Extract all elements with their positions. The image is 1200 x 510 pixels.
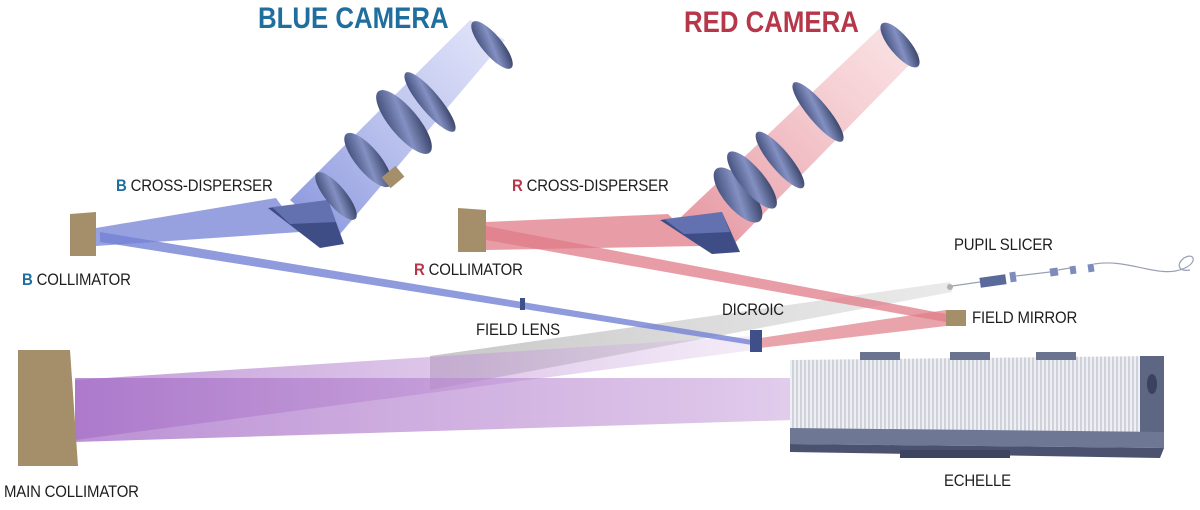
- pupil-slicer-label: PUPIL SLICER: [954, 235, 1053, 254]
- field-mirror-label: FIELD MIRROR: [972, 308, 1078, 327]
- r-collimator-mirror: [458, 208, 486, 252]
- blue-camera-title: BLUE CAMERA: [258, 2, 449, 36]
- field-lens: [520, 298, 525, 310]
- field-lens-label: FIELD LENS: [476, 320, 560, 339]
- b-collimator-label: B COLLIMATOR: [22, 270, 131, 290]
- blue-beam-field-lens: [100, 232, 752, 345]
- b-cross-disperser-label: B CROSS-DISPERSER: [116, 176, 273, 196]
- blue-camera-optics: [268, 21, 513, 248]
- b-collimator-text: COLLIMATOR: [32, 270, 131, 289]
- r-cross-disperser-label: R CROSS-DISPERSER: [512, 176, 669, 196]
- r-collimator-label: R COLLIMATOR: [414, 260, 523, 280]
- b-collimator-mirror: [70, 212, 96, 256]
- b-collimator-prefix: B: [22, 270, 33, 289]
- b-cross-disperser-text: CROSS-DISPERSER: [126, 176, 273, 195]
- blue-beam-collimated: [96, 198, 300, 246]
- main-collimator-mirror: [18, 350, 78, 466]
- echelle-grating: [790, 352, 1164, 458]
- r-prefix: R: [512, 176, 523, 195]
- red-camera-optics: [660, 22, 920, 254]
- red-beam-field-mirror: [486, 226, 946, 322]
- r-collimator-prefix: R: [414, 260, 425, 279]
- r-cross-disperser-text: CROSS-DISPERSER: [522, 176, 669, 195]
- field-mirror: [946, 310, 966, 326]
- r-collimator-text: COLLIMATOR: [424, 260, 523, 279]
- red-beam-dicroic: [760, 310, 946, 348]
- blue-camera-title-text: BLUE CAMERA: [258, 2, 449, 35]
- red-beam-collimated: [486, 214, 700, 250]
- dicroic-label: DICROIC: [722, 300, 784, 319]
- red-camera-title-text: RED CAMERA: [684, 6, 859, 39]
- pupil-slicer: [947, 255, 1194, 290]
- main-collimator-label: MAIN COLLIMATOR: [4, 482, 139, 501]
- b-prefix: B: [116, 176, 127, 195]
- echelle-label: ECHELLE: [944, 471, 1011, 490]
- dicroic: [750, 330, 762, 352]
- red-camera-title: RED CAMERA: [684, 6, 859, 40]
